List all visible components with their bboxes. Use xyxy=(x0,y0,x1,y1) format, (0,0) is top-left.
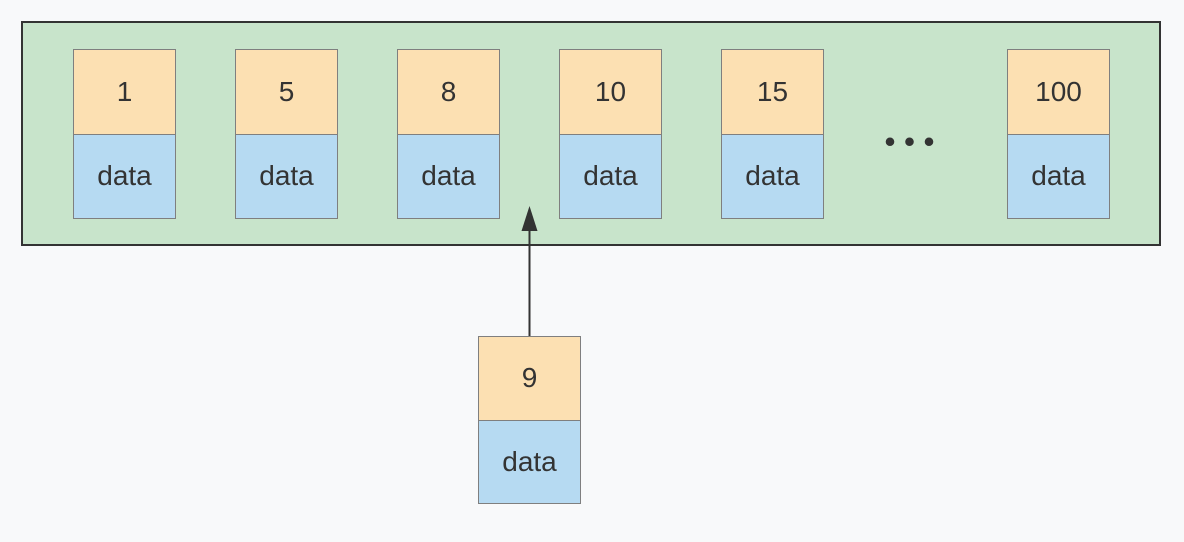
node-data-cell: data xyxy=(398,134,499,218)
node-key-cell: 15 xyxy=(722,50,823,135)
list-node: 8 data xyxy=(397,49,500,219)
node-key-cell: 5 xyxy=(236,50,337,135)
list-node: 15 data xyxy=(721,49,824,219)
list-node: 100 data xyxy=(1007,49,1110,219)
node-data-cell: data xyxy=(479,420,580,503)
node-data-cell: data xyxy=(722,134,823,218)
list-node: 10 data xyxy=(559,49,662,219)
list-node: 1 data xyxy=(73,49,176,219)
node-data-cell: data xyxy=(560,134,661,218)
node-key-cell: 10 xyxy=(560,50,661,135)
insert-node: 9 data xyxy=(478,336,581,504)
node-key-cell: 9 xyxy=(479,337,580,421)
ellipsis: ••• xyxy=(884,125,944,159)
node-data-cell: data xyxy=(1008,134,1109,218)
list-node: 5 data xyxy=(235,49,338,219)
node-key-cell: 100 xyxy=(1008,50,1109,135)
node-data-cell: data xyxy=(236,134,337,218)
node-data-cell: data xyxy=(74,134,175,218)
node-key-cell: 1 xyxy=(74,50,175,135)
node-key-cell: 8 xyxy=(398,50,499,135)
sorted-list-container: 1 data 5 data 8 data 10 data 15 data •••… xyxy=(21,21,1161,246)
